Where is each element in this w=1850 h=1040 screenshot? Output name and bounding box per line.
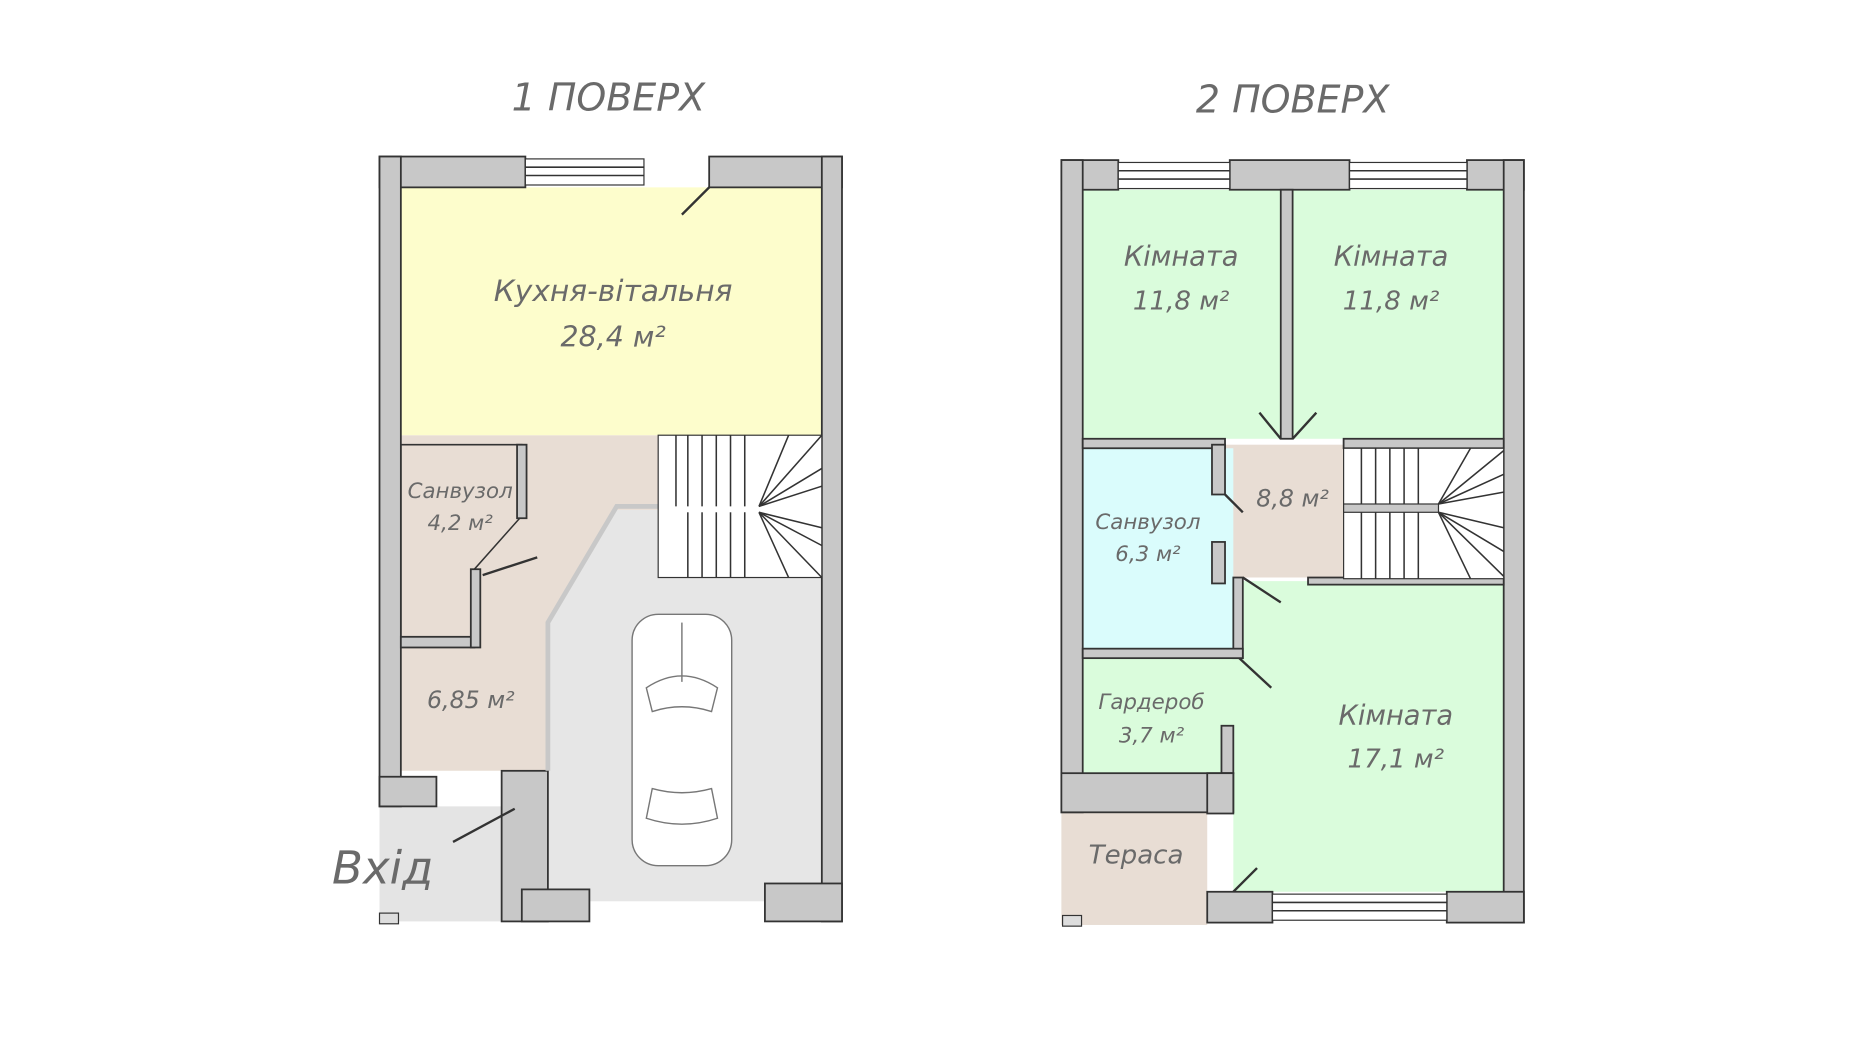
door-icon: [1258, 411, 1282, 440]
door-icon: [1224, 493, 1244, 514]
room-area: 6,3 м²: [1115, 542, 1181, 567]
kitchen-living-room: [400, 187, 822, 436]
room-11-8-left: [1082, 189, 1281, 439]
marker: [1061, 914, 1083, 927]
stairs-icon: [657, 434, 823, 579]
room-area: 11,8 м²: [1343, 287, 1440, 317]
stairs-icon: [1343, 447, 1505, 580]
floor-2-plan: 2 ПОВЕРХ: [1060, 78, 1525, 927]
room-area: 3,7 м²: [1119, 723, 1185, 748]
window-icon: [524, 158, 645, 186]
door-icon: [1291, 411, 1318, 440]
room-area: 11,8 м²: [1133, 287, 1230, 317]
hall-2: [1225, 444, 1344, 578]
entrance-label: Вхід: [332, 841, 433, 894]
window-icon: [1348, 161, 1468, 190]
door-icon: [452, 807, 516, 844]
room-name: Санвузол: [408, 479, 513, 504]
room-name: Кухня-вітальня: [494, 273, 733, 308]
room-area: 28,4 м²: [560, 320, 665, 353]
car-icon: [631, 613, 733, 867]
room-area: 6,85 м²: [427, 686, 515, 714]
bathroom-2: [1082, 448, 1234, 649]
room-area: 8,8 м²: [1256, 484, 1329, 512]
window-icon: [1117, 161, 1231, 190]
floor-1-plan: 1 ПОВЕРХ: [332, 75, 843, 925]
room-name: Кімната: [1334, 242, 1449, 273]
room-area: 17,1 м²: [1348, 744, 1445, 774]
door-icon: [1232, 867, 1258, 893]
door-icon: [482, 556, 538, 577]
door-icon: [1242, 576, 1282, 604]
terrace: [1061, 812, 1208, 925]
window-icon: [1271, 893, 1448, 921]
room-name: Санвузол: [1095, 510, 1200, 535]
room-area: 4,2 м²: [427, 511, 493, 536]
room-name: Гардероб: [1098, 690, 1204, 715]
room-11-8-right: [1292, 189, 1504, 439]
wardrobe: [1082, 658, 1222, 774]
room-name: Кімната: [1338, 701, 1453, 732]
marker: [378, 912, 400, 925]
entry-area: [379, 806, 516, 922]
floor-2-title: 2 ПОВЕРХ: [1196, 78, 1390, 122]
door-icon: [681, 186, 711, 216]
door-icon: [1238, 657, 1273, 689]
floor-1-title: 1 ПОВЕРХ: [512, 75, 706, 119]
room-name: Тераса: [1089, 840, 1184, 870]
room-name: Кімната: [1124, 242, 1239, 273]
